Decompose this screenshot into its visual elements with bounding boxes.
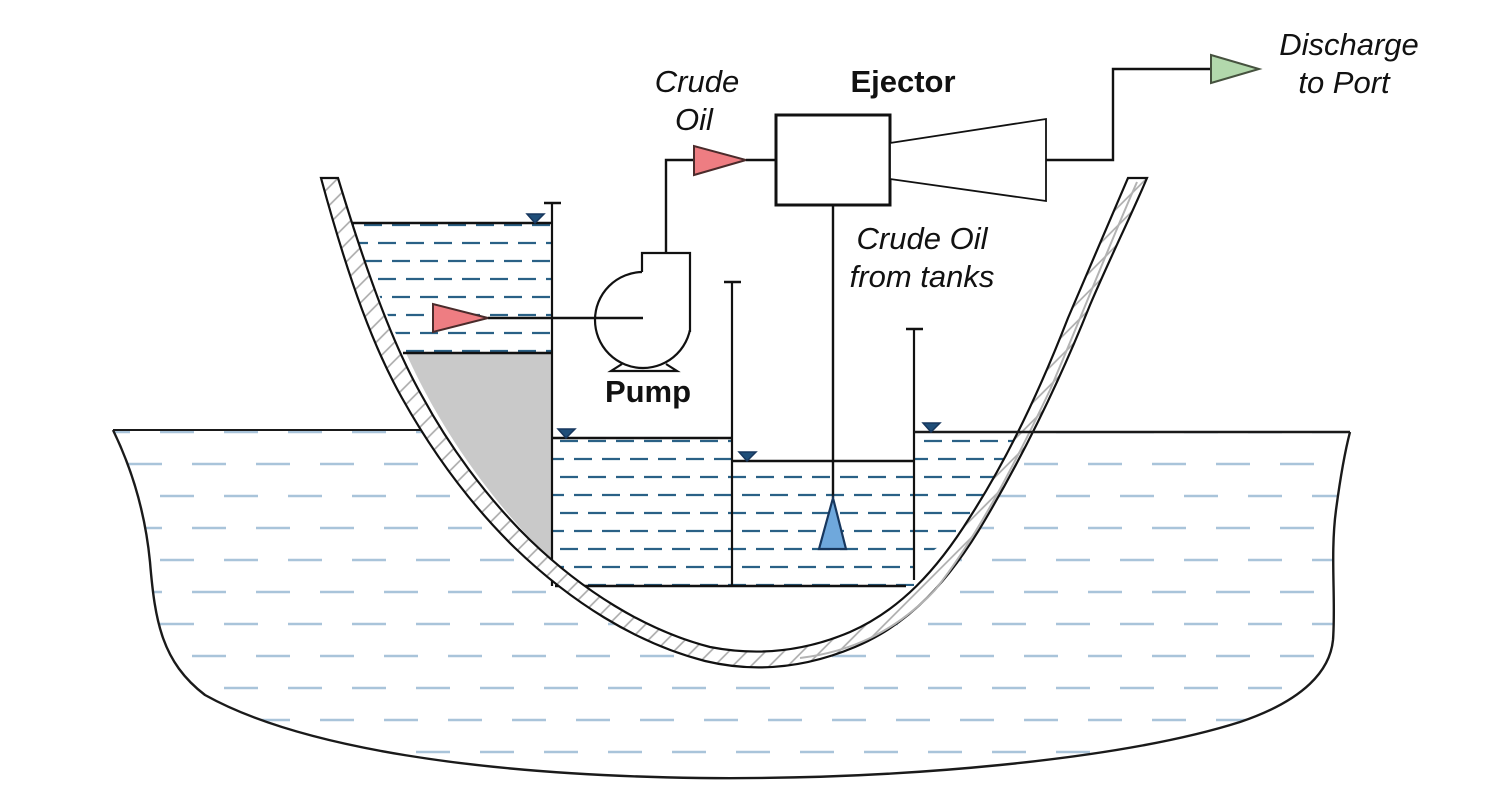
discharge-label-line2: to Port — [1298, 65, 1391, 100]
lower-port-tank-water — [553, 439, 732, 586]
discharge-line — [1046, 67, 1212, 162]
discharge-label-line1: Discharge — [1279, 27, 1419, 62]
discharge-flow-arrow — [1210, 53, 1263, 85]
pump-discharge-line — [664, 158, 695, 253]
crude-oil-flow-arrow — [693, 144, 750, 177]
crude-oil-label-line1: Crude — [655, 64, 739, 99]
ballast-region — [406, 353, 552, 561]
hull-inner-gray-line — [799, 181, 1138, 659]
level-marker-center-tank — [737, 451, 758, 463]
hull-shell-plating — [319, 176, 1149, 669]
level-marker-starboard-tank — [921, 422, 942, 434]
labels: Crude Oil Ejector Pump Crude Oil from ta… — [605, 27, 1419, 409]
ejector-diffuser — [889, 117, 1047, 203]
from-tanks-label-line1: Crude Oil — [857, 221, 989, 256]
piping — [432, 53, 1263, 551]
from-tanks-label-line2: from tanks — [850, 259, 995, 294]
tank-suction-flow-arrow — [432, 302, 489, 334]
crude-oil-label-line2: Oil — [675, 102, 714, 137]
ejector-label: Ejector — [850, 64, 955, 99]
sea-outline — [111, 429, 1352, 780]
tank-structure — [351, 201, 923, 588]
suction-nozzle — [817, 493, 848, 551]
pump-feet — [607, 363, 681, 373]
level-marker-lower-port-tank — [556, 428, 577, 440]
ejector-body — [774, 113, 892, 207]
pump-volute-mask — [642, 253, 693, 330]
ejector-symbol — [774, 113, 1047, 207]
upper-port-tank-water — [352, 224, 552, 352]
level-markers — [525, 213, 942, 463]
hull — [319, 176, 1149, 669]
pump-label: Pump — [605, 374, 691, 409]
level-marker-upper-tank — [525, 213, 546, 225]
pump-symbol — [593, 251, 693, 373]
center-tank-water — [733, 462, 914, 586]
